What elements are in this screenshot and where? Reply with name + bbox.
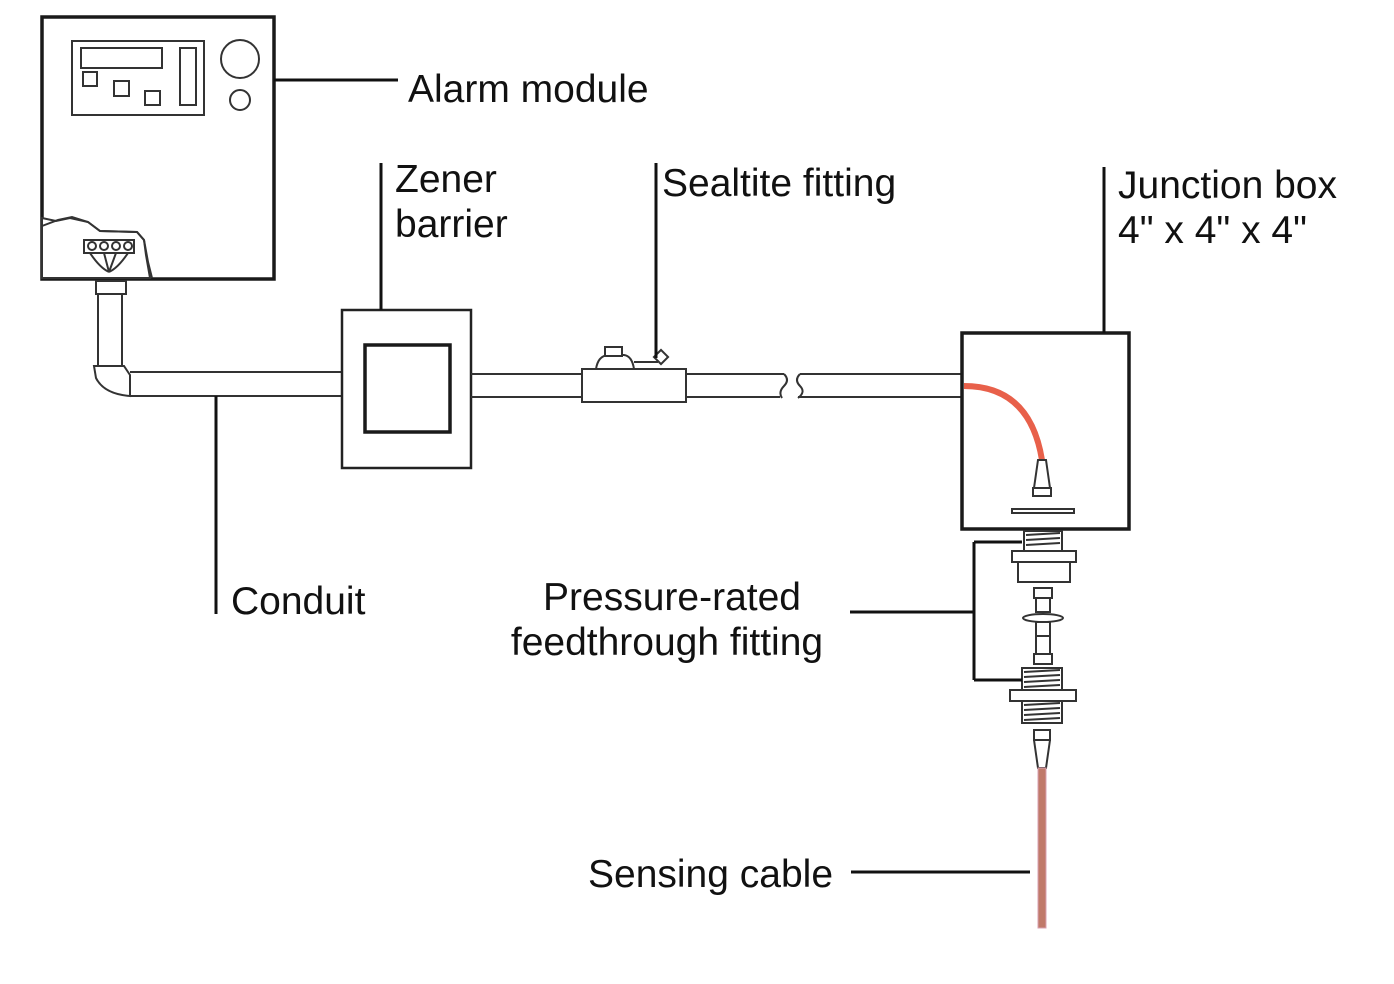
display-window bbox=[80, 47, 163, 69]
panel-button bbox=[82, 71, 98, 87]
panel-button bbox=[113, 80, 130, 97]
terminal-block-cutaway bbox=[41, 215, 153, 279]
terminal-block bbox=[83, 239, 135, 254]
lower-bulkhead-nut bbox=[1009, 667, 1077, 724]
junction-box bbox=[960, 167, 1131, 531]
coupling-connector bbox=[1022, 587, 1064, 665]
bar-indicator bbox=[179, 47, 197, 106]
alarm-module-panel bbox=[71, 40, 205, 116]
conduit-label: Conduit bbox=[231, 580, 366, 623]
conduit bbox=[92, 280, 342, 614]
sealtite-dome bbox=[594, 354, 636, 370]
sealtite-plug bbox=[604, 346, 623, 357]
large-indicator-light bbox=[220, 39, 260, 79]
connector-nut bbox=[1032, 487, 1052, 497]
alarm-module bbox=[40, 15, 276, 281]
cable-end-connector bbox=[1033, 729, 1051, 741]
zener-barrier-label-line2: barrier bbox=[395, 203, 508, 246]
zener-barrier-label-line1: Zener bbox=[395, 158, 497, 201]
sensing-cable-body bbox=[1037, 767, 1047, 929]
zener-barrier bbox=[340, 163, 473, 470]
sensing-cable-label: Sensing cable bbox=[588, 853, 833, 896]
junction-box-label-line2: 4" x 4" x 4" bbox=[1118, 209, 1307, 252]
sensing-cable bbox=[851, 729, 1051, 929]
upper-bulkhead-nut bbox=[1011, 530, 1077, 583]
pressure-rated-feedthrough-fitting bbox=[850, 530, 1077, 724]
conduit-elbow bbox=[92, 365, 131, 398]
alarm-module-label: Alarm module bbox=[408, 68, 649, 111]
break-mark bbox=[796, 373, 804, 399]
conduit-segment-broken bbox=[686, 373, 962, 399]
conduit-coupling bbox=[95, 280, 127, 295]
cable-connector bbox=[1032, 459, 1052, 489]
break-mark bbox=[779, 373, 788, 399]
sealtite-fitting-label: Sealtite fitting bbox=[662, 162, 896, 205]
feedthrough-label-line2: feedthrough fitting bbox=[511, 621, 823, 664]
jumper-cable bbox=[963, 383, 1045, 461]
feedthrough-label-line1: Pressure-rated bbox=[543, 576, 801, 619]
small-indicator-light bbox=[229, 89, 251, 111]
feedthrough-bracket-leader bbox=[850, 540, 1022, 682]
sealtite-fitting bbox=[581, 163, 687, 403]
sealtite-body bbox=[581, 368, 687, 403]
zener-barrier-inner bbox=[363, 343, 452, 434]
junction-box-label-line1: Junction box bbox=[1118, 164, 1337, 207]
panel-button bbox=[144, 90, 161, 106]
junction-box-enclosure bbox=[960, 331, 1131, 531]
mounting-washer bbox=[1011, 508, 1075, 514]
conduit-segment bbox=[471, 373, 582, 398]
